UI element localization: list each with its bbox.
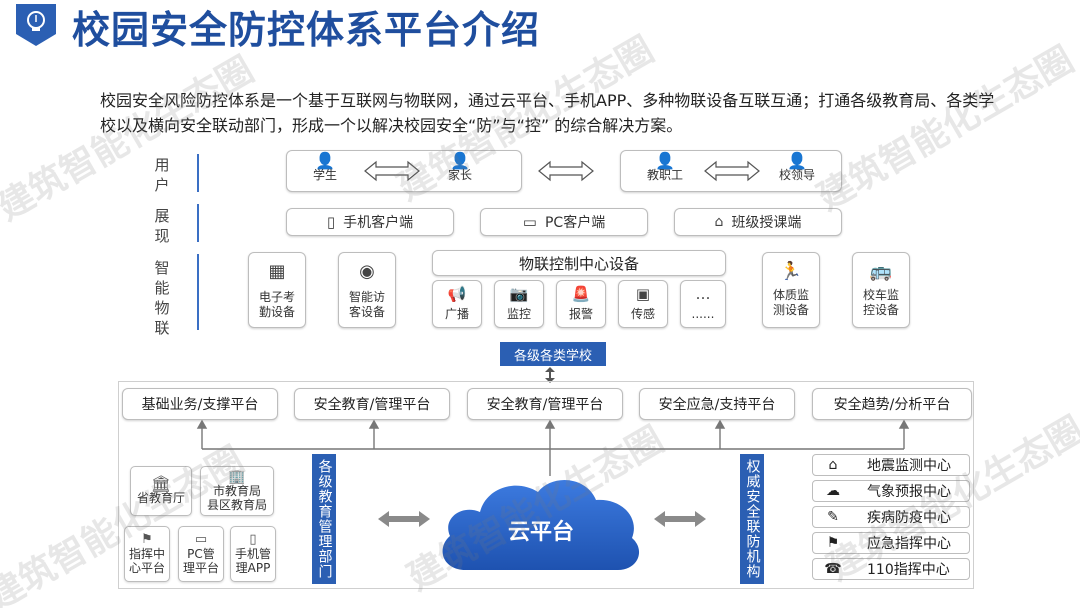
layer-label-display: 展现 xyxy=(154,207,170,245)
pc-client-box: ▭ PC客户端 xyxy=(480,208,648,236)
security-org-label: 权威安全联防机构 xyxy=(740,454,764,584)
camera-icon: 📷 xyxy=(509,285,529,303)
platform-box: 安全教育/管理平台 xyxy=(294,388,450,420)
lightbulb-badge-icon xyxy=(14,2,58,46)
syringe-icon: ✎ xyxy=(827,509,839,525)
layer-divider xyxy=(197,254,199,330)
platform-box: 安全应急/支持平台 xyxy=(639,388,795,420)
command-center-box: ⚑ 指挥中 心平台 xyxy=(124,526,170,582)
cloud-label: 云平台 xyxy=(507,520,574,545)
double-arrow-icon xyxy=(704,160,760,182)
double-arrow-icon xyxy=(378,511,430,527)
police-icon: ☎ xyxy=(824,561,842,577)
monitor-icon: ▭ xyxy=(194,532,208,547)
intro-paragraph: 校园安全风险防控体系是一个基于互联网与物联网，通过云平台、手机APP、多种物联设… xyxy=(100,91,995,135)
earthquake-icon: ⌂ xyxy=(828,457,838,473)
teacher-icon: 👤 xyxy=(655,151,675,170)
bus-monitor-box: 🚌 校车监 控设备 xyxy=(852,252,910,328)
sensor-icon: ▣ xyxy=(635,285,651,303)
bus-icon: 🚌 xyxy=(869,261,893,282)
cloud-icon xyxy=(442,480,640,570)
city-edu-box: 🏢 市教育局 县区教育局 xyxy=(200,466,274,516)
visitor-device-box: ◉ 智能访 客设备 xyxy=(338,252,396,328)
pc-management-box: ▭ PC管 理平台 xyxy=(178,526,224,582)
calendar-icon: ▦ xyxy=(268,261,286,282)
layer-divider xyxy=(197,204,199,242)
staff-node: 👤 教职工 xyxy=(640,153,690,183)
flag-icon: ⚑ xyxy=(826,535,840,551)
fitness-device-box: 🏃 体质监 测设备 xyxy=(762,252,820,328)
layer-divider xyxy=(197,154,199,192)
more-device-box: … ...... xyxy=(680,280,726,328)
layer-label-user: 用户 xyxy=(154,156,170,194)
platform-box: 基础业务/支撑平台 xyxy=(122,388,278,420)
parent-node: 👤 家长 xyxy=(440,153,480,183)
school-tag: 各级各类学校 xyxy=(500,342,606,366)
edu-dept-label: 各级教育管理部门 xyxy=(312,454,336,584)
attendance-device-box: ▦ 电子考 勤设备 xyxy=(248,252,306,328)
leader-node: 👤 校领导 xyxy=(772,153,822,183)
phone-icon: ▯ xyxy=(326,213,336,231)
face-scan-icon: ◉ xyxy=(359,261,375,282)
iot-center-title-box: 物联控制中心设备 xyxy=(432,250,726,276)
alarm-device-box: 🚨 报警 xyxy=(556,280,606,328)
leader-icon: 👤 xyxy=(787,151,807,170)
classroom-client-box: ⌂ 班级授课端 xyxy=(674,208,842,236)
office-building-icon: 🏢 xyxy=(228,469,246,485)
double-arrow-icon xyxy=(364,160,420,182)
broadcast-device-box: 📢 广播 xyxy=(432,280,482,328)
vertical-double-arrow-icon xyxy=(545,367,555,383)
lecture-icon: ⌂ xyxy=(714,214,724,230)
alarm-light-icon: 🚨 xyxy=(571,285,591,303)
double-arrow-icon xyxy=(538,160,594,182)
page-title: 校园安全防控体系平台介绍 xyxy=(72,8,541,52)
center-row: ☁ 气象预报中心 xyxy=(812,480,970,502)
layer-label-iot: 智能物联 xyxy=(154,259,170,337)
mobile-client-box: ▯ 手机客户端 xyxy=(286,208,454,236)
connector-lines xyxy=(196,420,910,476)
province-edu-box: 🏛 省教育厅 xyxy=(130,466,192,516)
center-row: ☎ 110指挥中心 xyxy=(812,558,970,580)
person-icon: 👤 xyxy=(450,151,470,170)
more-icon: … xyxy=(695,285,711,303)
platform-box: 安全趋势/分析平台 xyxy=(812,388,972,420)
monitor-icon: ▭ xyxy=(522,213,537,231)
weather-icon: ☁ xyxy=(826,483,840,499)
building-icon: 🏛 xyxy=(150,474,172,493)
running-person-icon: 🏃 xyxy=(779,261,803,282)
mobile-management-box: ▯ 手机管 理APP xyxy=(230,526,276,582)
megaphone-icon: 📢 xyxy=(447,285,467,303)
phone-icon: ▯ xyxy=(249,532,257,547)
double-arrow-icon xyxy=(654,511,706,527)
platform-frame xyxy=(118,381,974,589)
sensor-device-box: ▣ 传感 xyxy=(618,280,668,328)
center-row: ⚑ 应急指挥中心 xyxy=(812,532,970,554)
platform-box: 安全教育/管理平台 xyxy=(467,388,623,420)
center-row: ⌂ 地震监测中心 xyxy=(812,454,970,476)
center-row: ✎ 疾病防疫中心 xyxy=(812,506,970,528)
flag-icon: ⚑ xyxy=(141,532,153,547)
camera-device-box: 📷 监控 xyxy=(494,280,544,328)
person-icon: 👤 xyxy=(315,151,335,170)
student-node: 👤 学生 xyxy=(305,153,345,183)
